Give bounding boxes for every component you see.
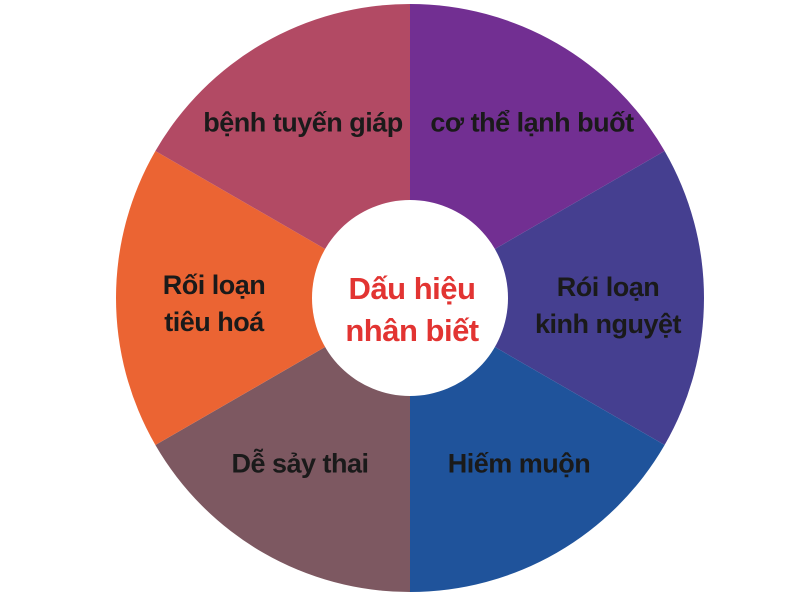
slice-label-hiem-muon: Hiếm muộn	[448, 446, 591, 483]
slice-label-de-say-thai: Dễ sảy thai	[231, 446, 369, 483]
slice-label-roi-loan-tieu-hoa: Rối loạn tiêu hoá	[163, 267, 266, 341]
slice-label-line: Rói loạn	[556, 272, 660, 302]
slice-label-line: kinh nguyệt	[534, 309, 682, 339]
slice-label-co-the-lanh-buot: cơ thể lạnh buốt	[430, 105, 634, 142]
slice-label-line: bệnh tuyến giáp	[203, 107, 403, 138]
pie-slice-1	[410, 151, 704, 445]
slice-label-line: Rối loạn	[162, 270, 266, 300]
pie-slice-4	[116, 151, 410, 445]
slice-label-line: cơ thể lạnh buốt	[430, 107, 634, 138]
chart-center-title: Dấu hiệu nhân biết	[345, 268, 479, 352]
slice-label-line: Dễ sảy thai	[231, 448, 369, 479]
center-title-line: Dấu hiệu	[348, 271, 476, 306]
slice-label-benh-tuyen-giap: bệnh tuyến giáp	[203, 105, 403, 142]
slice-label-roi-loan-kinh-nguyet: Rói loạn kinh nguyệt	[534, 269, 682, 343]
slice-label-line: tiêu hoá	[164, 307, 264, 337]
slice-label-line: Hiếm muộn	[447, 448, 591, 479]
donut-hole	[312, 200, 508, 396]
center-title-line: nhân biết	[345, 313, 479, 348]
